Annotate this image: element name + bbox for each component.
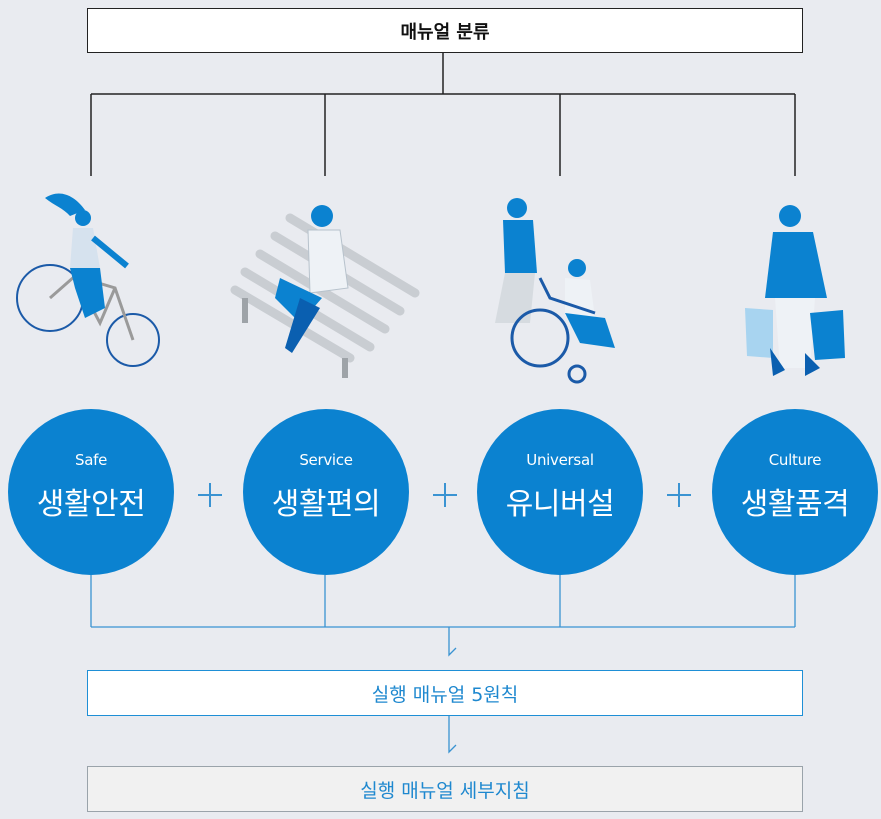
category-circle-universal: Universal 유니버설 bbox=[477, 409, 643, 575]
bench-laptop-illustration bbox=[230, 205, 420, 378]
category-ko-label: 생활안전 bbox=[36, 487, 146, 522]
wheelchair-illustration bbox=[495, 198, 615, 384]
details-label: 실행 매뉴얼 세부지침 bbox=[360, 779, 530, 802]
category-en-label: Universal bbox=[526, 451, 594, 469]
category-ko-label: 생활품격 bbox=[740, 487, 850, 522]
category-circle-service: Service 생활편의 bbox=[243, 409, 409, 575]
category-en-label: Safe bbox=[74, 451, 108, 469]
classification-title: 매뉴얼 분류 bbox=[400, 21, 490, 43]
category-en-label: Service bbox=[299, 451, 353, 469]
principles-box: 실행 매뉴얼 5원칙 bbox=[87, 670, 803, 716]
classification-title-box: 매뉴얼 분류 bbox=[87, 8, 803, 53]
principles-label: 실행 매뉴얼 5원칙 bbox=[371, 683, 519, 706]
category-ko-label: 유니버설 bbox=[505, 487, 615, 522]
category-circle-culture: Culture 생활품격 bbox=[712, 409, 878, 575]
plus-icon bbox=[198, 483, 222, 507]
category-en-label: Culture bbox=[768, 451, 822, 469]
shopper-illustration bbox=[745, 205, 845, 376]
details-box: 실행 매뉴얼 세부지침 bbox=[87, 766, 803, 812]
category-ko-label: 생활편의 bbox=[271, 487, 381, 522]
category-circle-safe: Safe 생활안전 bbox=[8, 409, 174, 575]
plus-icon bbox=[433, 483, 457, 507]
cyclist-illustration bbox=[16, 193, 160, 367]
plus-icon bbox=[667, 483, 691, 507]
